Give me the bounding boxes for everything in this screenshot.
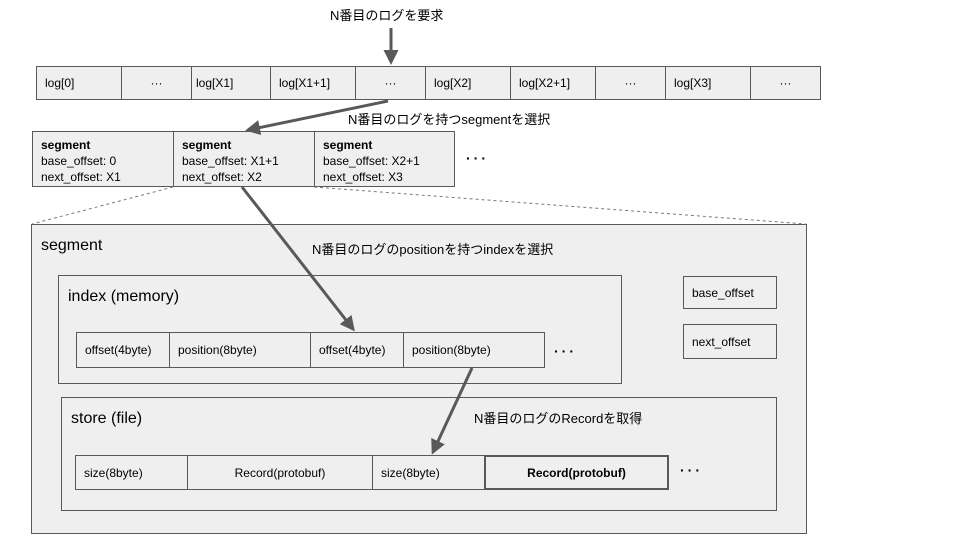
log-cell: log[X2+1] [510,66,596,100]
segment-next-offset: next_offset: X2 [182,170,262,184]
segment-name: segment [41,138,91,152]
store-record-cell: Record(protobuf) [187,455,373,490]
store-size-cell: size(8byte) [372,455,485,490]
segments-ellipsis: ··· [466,150,489,166]
segment-next-offset: next_offset: X1 [41,170,121,184]
segment-detail-title: segment [41,237,103,254]
index-position-cell: position(8byte) [403,332,545,368]
select-segment-arrow [245,99,389,135]
segment-next-offset: next_offset: X3 [323,170,403,184]
store-box [61,397,777,511]
zoom-guide-left [31,186,174,225]
index-ellipsis: ··· [554,343,577,359]
select-segment-label: N番目のログを持つsegmentを選択 [348,112,551,127]
segment-base-offset: base_offset: X1+1 [182,154,279,168]
get-record-label: N番目のログのRecordを取得 [474,411,643,426]
log-cell: log[X1] [191,66,271,100]
store-record-cell-selected: Record(protobuf) [484,455,669,490]
segment-box: segment base_offset: X2+1 next_offset: X… [314,131,455,187]
log-cell-ellipsis: ··· [595,66,666,100]
segment-base-offset: base_offset: 0 [41,154,117,168]
store-title: store (file) [71,410,143,427]
store-ellipsis: ··· [680,462,703,478]
log-cell-ellipsis: ··· [355,66,426,100]
segment-box: segment base_offset: X1+1 next_offset: X… [173,131,315,187]
segment-base-offset: base_offset: X2+1 [323,154,420,168]
segment-name: segment [323,138,373,152]
zoom-guide-right [313,186,807,225]
log-cell-ellipsis: ··· [750,66,821,100]
select-index-arrow [240,186,355,332]
request-log-label: N番目のログを要求 [330,8,444,23]
index-offset-cell: offset(4byte) [310,332,404,368]
index-offset-cell: offset(4byte) [76,332,170,368]
next-offset-field: next_offset [683,324,777,359]
log-cell: log[X2] [425,66,511,100]
log-cell: log[X3] [665,66,751,100]
index-title: index (memory) [68,288,180,305]
log-cell: log[X1+1] [270,66,356,100]
segment-box: segment base_offset: 0 next_offset: X1 [32,131,174,187]
base-offset-field: base_offset [683,276,777,309]
segment-name: segment [182,138,232,152]
index-position-cell: position(8byte) [169,332,311,368]
select-index-label: N番目のログのpositionを持つindexを選択 [312,242,554,257]
get-record-arrow [431,367,474,455]
